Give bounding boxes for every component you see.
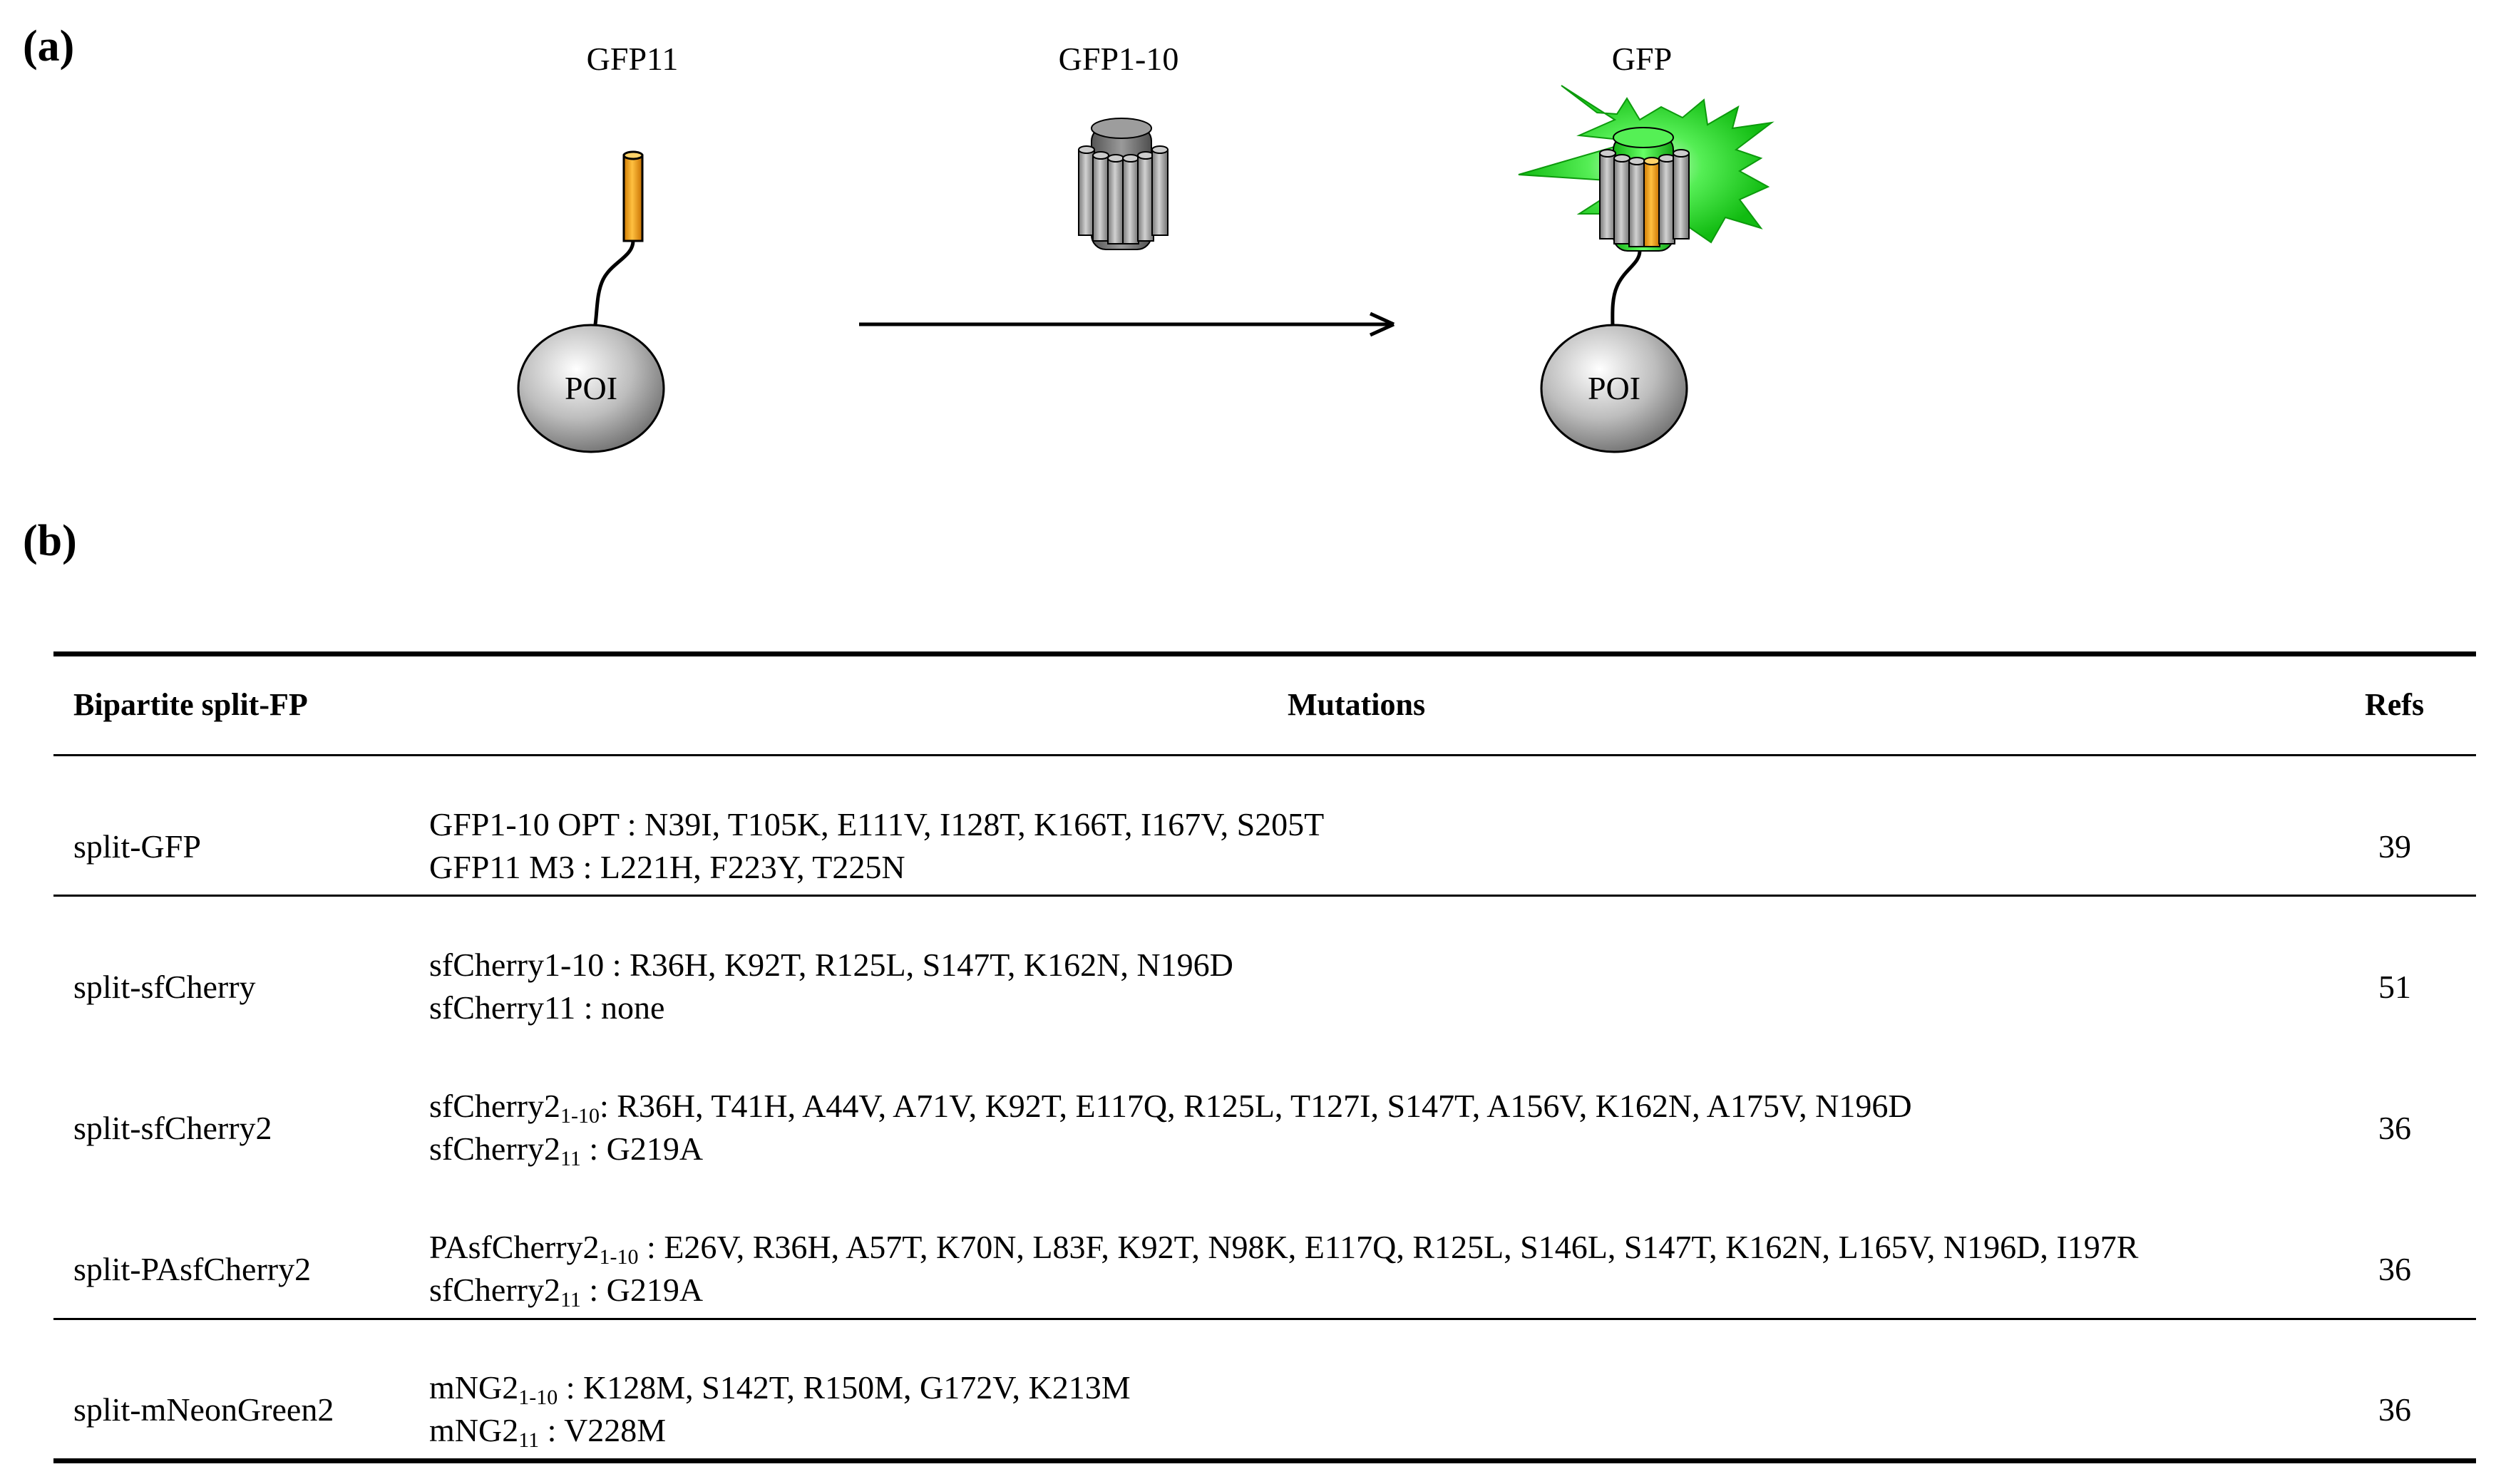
row-fp-name: split-sfCherry2 bbox=[73, 1110, 272, 1146]
mutation-variant: PAsfCherry2 bbox=[429, 1229, 600, 1265]
mutation-variant: GFP1-10 OPT bbox=[429, 806, 620, 843]
row-mutations-line2: sfCherry211 : G219A bbox=[429, 1268, 703, 1312]
fragment-subscript: 1-10 bbox=[518, 1386, 558, 1409]
poi-label-right: POI bbox=[1587, 370, 1641, 406]
row-fp-name: split-PAsfCherry2 bbox=[73, 1251, 312, 1287]
table-bottom-rule bbox=[53, 1458, 2476, 1463]
row-mutations-line1: sfCherry1-10 : R36H, K92T, R125L, S147T,… bbox=[429, 943, 1233, 987]
mutation-list: : L221H, F223Y, T225N bbox=[575, 849, 905, 885]
poi-label-left: POI bbox=[564, 370, 618, 406]
row-mutations-line1: GFP1-10 OPT : N39I, T105K, E111V, I128T,… bbox=[429, 803, 1324, 847]
mutation-list: : N39I, T105K, E111V, I128T, K166T, I167… bbox=[619, 806, 1325, 843]
row-mutations-line1: sfCherry21-10: R36H, T41H, A44V, A71V, K… bbox=[429, 1084, 1912, 1128]
row-mutations-line2: sfCherry211 : G219A bbox=[429, 1127, 703, 1171]
gfp11-label: GFP11 bbox=[586, 41, 679, 77]
gfp-label: GFP bbox=[1611, 41, 1673, 77]
mutation-list: : R36H, K92T, R125L, S147T, K162N, N196D bbox=[604, 947, 1233, 983]
table-group-rule-1 bbox=[53, 895, 2476, 897]
row-mutations-line2: sfCherry11 : none bbox=[429, 986, 664, 1030]
mutation-variant: mNG2 bbox=[429, 1369, 519, 1406]
gfp1-10-barrel bbox=[1078, 118, 1169, 250]
row-ref: 39 bbox=[2378, 828, 2411, 865]
linker-right bbox=[1611, 250, 1642, 330]
fragment-subscript: 1-10 bbox=[560, 1104, 600, 1128]
mutation-variant: sfCherry11 bbox=[429, 989, 576, 1026]
row-fp-name: split-GFP bbox=[73, 828, 201, 865]
row-ref: 36 bbox=[2378, 1251, 2411, 1287]
table-header-rule bbox=[53, 754, 2476, 756]
mutation-variant: mNG2 bbox=[429, 1412, 519, 1448]
row-ref: 36 bbox=[2378, 1110, 2411, 1146]
gfp1-10-label: GFP1-10 bbox=[1058, 41, 1179, 77]
row-mutations-line1: PAsfCherry21-10 : E26V, R36H, A57T, K70N… bbox=[429, 1225, 2138, 1269]
mutation-list: : G219A bbox=[580, 1130, 704, 1167]
row-mutations-line2: GFP11 M3 : L221H, F223Y, T225N bbox=[429, 845, 905, 890]
mutation-list: : K128M, S142T, R150M, G172V, K213M bbox=[558, 1369, 1131, 1406]
header-refs: Refs bbox=[2365, 687, 2425, 722]
split-gfp-diagram bbox=[517, 85, 1775, 453]
fragment-subscript: 11 bbox=[518, 1428, 540, 1452]
table-group-rule-2 bbox=[53, 1318, 2476, 1320]
row-mutations-line1: mNG21-10 : K128M, S142T, R150M, G172V, K… bbox=[429, 1366, 1131, 1410]
panel-a-label: (a) bbox=[23, 22, 75, 71]
mutation-variant: sfCherry2 bbox=[429, 1130, 560, 1167]
table-top-rule bbox=[53, 651, 2476, 656]
fragment-subscript: 1-10 bbox=[599, 1245, 639, 1269]
header-mutations: Mutations bbox=[1288, 687, 1426, 722]
assembly-arrow bbox=[859, 311, 1395, 337]
poi-right bbox=[1540, 324, 1688, 453]
gfp11-strand bbox=[622, 150, 644, 242]
mutation-variant: sfCherry1-10 bbox=[429, 947, 605, 983]
mutation-list: : none bbox=[575, 989, 665, 1026]
mutation-variant: sfCherry2 bbox=[429, 1088, 560, 1124]
header-split-fp: Bipartite split-FP bbox=[73, 687, 308, 722]
row-ref: 51 bbox=[2378, 969, 2411, 1005]
row-fp-name: split-sfCherry bbox=[73, 969, 256, 1005]
mutation-list: : G219A bbox=[580, 1272, 704, 1308]
fragment-subscript: 11 bbox=[560, 1288, 581, 1312]
fragment-subscript: 11 bbox=[560, 1147, 581, 1170]
gfp-barrel-assembled bbox=[1599, 127, 1690, 252]
panel-b-label: (b) bbox=[23, 517, 77, 565]
mutation-variant: GFP11 M3 bbox=[429, 849, 575, 885]
mutation-list: : R36H, T41H, A44V, A71V, K92T, E117Q, R… bbox=[599, 1088, 1912, 1124]
mutation-list: : V228M bbox=[539, 1412, 667, 1448]
poi-left bbox=[517, 324, 665, 453]
mutation-list: : E26V, R36H, A57T, K70N, L83F, K92T, N9… bbox=[638, 1229, 2139, 1265]
mutation-variant: sfCherry2 bbox=[429, 1272, 560, 1308]
linker-left bbox=[592, 240, 635, 330]
row-fp-name: split-mNeonGreen2 bbox=[73, 1391, 334, 1428]
row-mutations-line2: mNG211 : V228M bbox=[429, 1408, 666, 1453]
row-ref: 36 bbox=[2378, 1391, 2411, 1428]
